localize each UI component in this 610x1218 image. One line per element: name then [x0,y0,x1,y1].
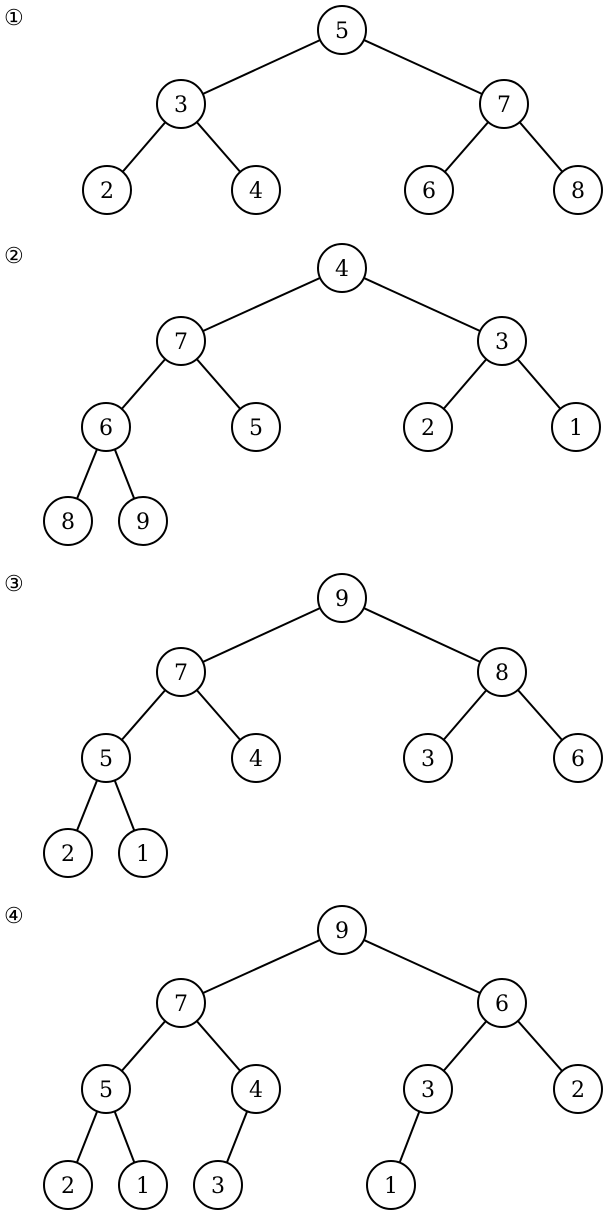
tree-node-value: 5 [335,19,349,44]
tree-node-value: 9 [335,919,349,944]
tree-node-circle [551,402,601,452]
tree-1: 5 3 7 2 4 6 8 [82,5,603,215]
tree-node-value: 4 [249,179,263,204]
tree-node-value: 3 [495,330,509,355]
tree-node-value: 6 [99,416,113,441]
tree-node-value: 5 [99,747,113,772]
tree-node-circle [156,316,206,366]
tree-node-circle [156,978,206,1028]
tree-node-circle [156,647,206,697]
tree-node-circle [366,1160,416,1210]
tree-node-circle [231,402,281,452]
tree-node-value: 6 [495,992,509,1017]
tree-node-circle [317,243,367,293]
tree-node-circle [479,79,529,129]
tree-node-circle [231,1064,281,1114]
tree-node-value: 1 [136,1174,150,1199]
tree-node-circle [43,496,93,546]
tree-node-value: 4 [249,747,263,772]
tree-node-circle [477,978,527,1028]
tree-node-circle [553,165,603,215]
tree-node-circle [43,828,93,878]
tree-node-value: 7 [174,992,188,1017]
tree-node-value: 4 [335,257,349,282]
tree-node-value: 3 [174,93,188,118]
tree-node-circle [477,316,527,366]
tree-node-value: 2 [61,842,75,867]
tree-label-2: ② [4,244,24,269]
tree-node-value: 9 [335,587,349,612]
tree-node-value: 1 [569,416,583,441]
tree-edge [341,267,503,342]
tree-node-circle [477,647,527,697]
tree-node-value: 3 [421,747,435,772]
tree-edge [341,597,503,673]
tree-node-circle [317,5,367,55]
tree-node-circle [118,828,168,878]
tree-node-circle [231,733,281,783]
tree-edge [180,929,343,1004]
tree-node-value: 1 [136,842,150,867]
tree-edge [180,597,343,673]
tree-3: 9 7 8 5 4 3 6 2 1 [43,573,603,878]
tree-label-4: ④ [4,904,24,929]
tree-node-circle [81,733,131,783]
tree-node-value: 2 [571,1078,585,1103]
tree-node-value: 3 [421,1078,435,1103]
tree-node-value: 4 [249,1078,263,1103]
tree-node-value: 9 [136,510,150,535]
tree-node-value: 8 [571,179,585,204]
tree-label-1: ① [4,6,24,31]
tree-node-circle [404,165,454,215]
tree-node-value: 2 [61,1174,75,1199]
tree-label-3: ③ [4,572,24,597]
tree-node-value: 8 [61,510,75,535]
tree-node-value: 6 [571,747,585,772]
tree-edge [180,267,343,342]
tree-edge [341,929,503,1004]
tree-node-circle [81,402,131,452]
tree-node-circle [118,496,168,546]
tree-node-circle [118,1160,168,1210]
tree-node-circle [43,1160,93,1210]
tree-node-circle [317,573,367,623]
tree-edge [341,29,505,105]
tree-node-circle [403,1064,453,1114]
tree-node-circle [231,165,281,215]
tree-node-value: 5 [99,1078,113,1103]
tree-node-value: 2 [100,179,114,204]
tree-node-circle [553,733,603,783]
tree-edge [180,29,343,105]
tree-node-circle [156,79,206,129]
tree-node-circle [403,402,453,452]
tree-node-circle [81,1064,131,1114]
tree-node-value: 7 [174,330,188,355]
tree-node-value: 2 [421,416,435,441]
tree-node-value: 8 [495,661,509,686]
tree-node-circle [193,1160,243,1210]
tree-4: 9 7 6 5 4 3 2 2 1 3 1 [43,905,603,1210]
tree-node-value: 7 [497,93,511,118]
tree-node-value: 5 [249,416,263,441]
tree-2: 4 7 3 6 5 2 1 8 9 [43,243,601,546]
tree-node-circle [317,905,367,955]
tree-node-value: 6 [422,179,436,204]
tree-node-value: 3 [211,1174,225,1199]
tree-node-value: 7 [174,661,188,686]
tree-node-circle [82,165,132,215]
tree-node-value: 1 [384,1174,398,1199]
tree-node-circle [403,733,453,783]
tree-node-circle [553,1064,603,1114]
